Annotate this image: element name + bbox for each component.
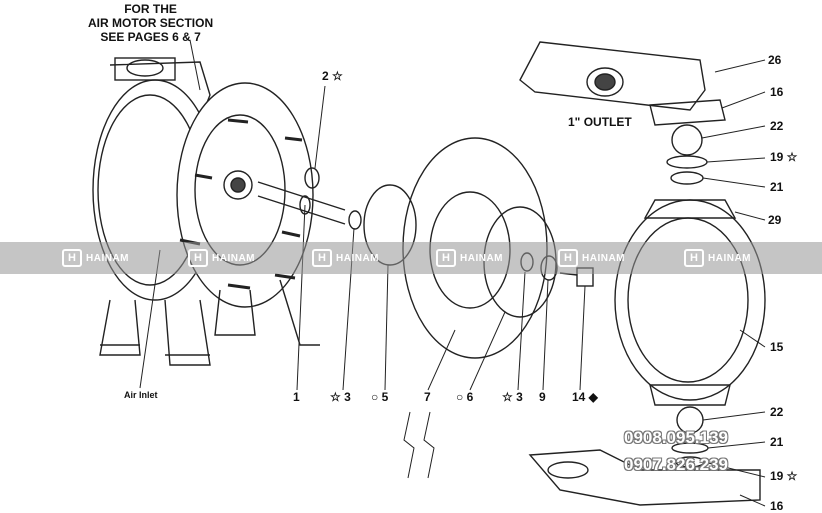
callout-22-top: 22 [770,119,784,133]
callout-22-bottom: 22 [770,405,784,419]
leader-lines [139,39,766,507]
callout-5: ○ 5 [371,390,389,404]
seal-2 [304,167,320,189]
h-logo-icon: H [188,249,208,267]
air-inlet-label: Air Inlet [124,390,158,400]
callout-26: 26 [768,53,782,67]
outlet-label: 1" OUTLET [568,115,632,129]
callout-9: 9 [539,390,546,404]
callout-3a: ☆ 3 [330,390,351,404]
callout-16-bottom: 16 [770,499,784,513]
h-logo-icon: H [436,249,456,267]
note-line-3: SEE PAGES 6 & 7 [100,30,201,44]
callout-21-bottom: 21 [770,435,784,449]
callout-6: ○ 6 [456,390,474,404]
callout-7: 7 [424,390,431,404]
h-logo-icon: H [684,249,704,267]
callout-14: 14 ◆ [572,390,598,404]
center-section-flange [176,82,320,346]
phone-number-1: 0908.095.139 [624,428,728,447]
seal-3a [348,210,362,230]
note-line-2: AIR MOTOR SECTION [88,16,214,30]
h-logo-icon: H [312,249,332,267]
callout-15: 15 [770,340,784,354]
callout-19-top: 19 ☆ [770,150,798,164]
callout-29: 29 [768,213,782,227]
h-logo-icon: H [558,249,578,267]
callout-3b: ☆ 3 [502,390,523,404]
callout-19-bottom: 19 ☆ [770,469,798,483]
callout-21-top: 21 [770,180,784,194]
h-logo-icon: H [62,249,82,267]
diaphragm-rod [257,181,346,225]
outlet-manifold [519,41,706,111]
manifold-flange [649,99,726,126]
callout-1: 1 [293,390,300,404]
air-motor-note: FOR THE AIR MOTOR SECTION SEE PAGES 6 & … [88,2,213,44]
callout-16-top: 16 [770,85,784,99]
seal-19 [666,155,708,169]
callout-2: 2 ☆ [322,69,343,83]
seat-21 [670,171,704,185]
phone-number-2: 0907.826.239 [624,455,728,474]
air-motor-housing [92,57,218,366]
check-ball [671,124,703,156]
fluid-chamber [614,199,766,406]
note-line-1: FOR THE [124,2,177,16]
